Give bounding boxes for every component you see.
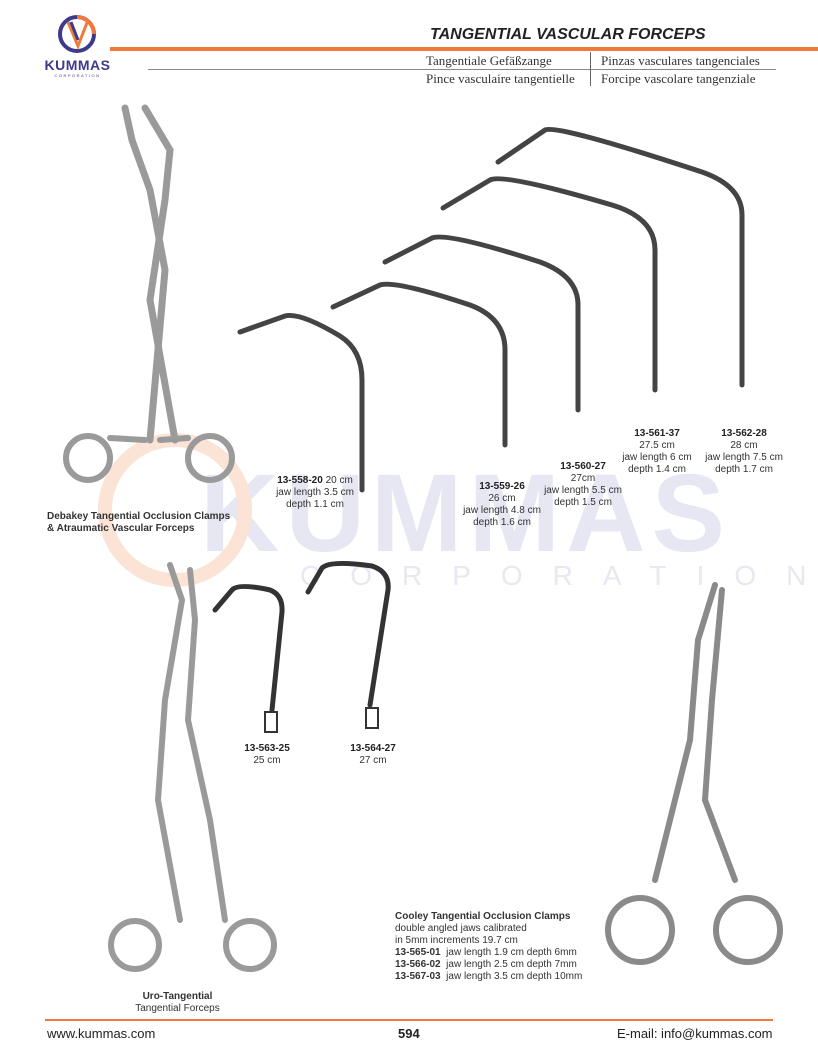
debakey-caption: Debakey Tangential Occlusion Clamps & At… (47, 511, 230, 535)
title-fr: Pince vasculaire tangentielle (426, 71, 575, 86)
product-size: 27.5 cm (639, 440, 675, 451)
product-size: 26 cm (488, 493, 516, 504)
product-depth: depth 1.4 cm (628, 464, 686, 475)
product-label-13-564-27: 13-564-27 27 cm (338, 743, 408, 767)
product-depth: depth 1.5 cm (554, 497, 612, 508)
kummas-logo: KUMMAS CORPORATION (40, 12, 115, 78)
product-jaw-length: jaw length 3.5 cm (276, 487, 354, 498)
product-jaw-length: jaw length 6 cm (622, 452, 692, 463)
header-divider (590, 52, 591, 86)
product-jaw-length: jaw length 4.8 cm (463, 505, 541, 516)
product-size: 27 cm (359, 755, 387, 766)
product-label-13-560-27: 13-560-27 27cm jaw length 5.5 cm depth 1… (534, 461, 632, 509)
product-code: 13-560-27 (560, 461, 606, 472)
header-subrule (148, 69, 776, 70)
header-rule (110, 47, 818, 51)
uro-title: Uro-Tangential (142, 991, 213, 1002)
product-code: 13-563-25 (244, 743, 290, 754)
debakey-subtitle: & Atraumatic Vascular Forceps (47, 523, 195, 534)
product-code: 13-559-26 (479, 481, 525, 492)
product-code: 13-562-28 (721, 428, 767, 439)
footer-website[interactable]: www.kummas.com (47, 1026, 156, 1041)
page-number: 594 (398, 1026, 420, 1041)
product-depth: depth 1.7 cm (715, 464, 773, 475)
cooley-item: 13-565-01 jaw length 1.9 cm depth 6mm (395, 947, 577, 958)
uro-caption: Uro-Tangential Tangential Forceps (120, 991, 235, 1015)
product-jaw-length: jaw length 5.5 cm (544, 485, 622, 496)
product-label-13-559-26: 13-559-26 26 cm jaw length 4.8 cm depth … (452, 481, 552, 529)
logo-word: KUMMAS (44, 57, 111, 73)
debakey-title: Debakey Tangential Occlusion Clamps (47, 511, 231, 522)
cooley-item: 13-566-02 jaw length 2.5 cm depth 7mm (395, 959, 577, 970)
product-depth: depth 1.1 cm (286, 499, 344, 510)
product-jaw-length: jaw length 7.5 cm (705, 452, 783, 463)
product-size: 20 cm (325, 475, 353, 486)
cooley-desc-1: double angled jaws calibrated (395, 923, 527, 934)
title-de: Tangentiale Gefäßzange (426, 53, 552, 68)
uro-subtitle: Tangential Forceps (135, 1003, 220, 1014)
title-it: Forcipe vascolare tangenziale (601, 71, 756, 86)
logo-sub: CORPORATION (54, 73, 101, 78)
footer-rule (45, 1019, 773, 1021)
cooley-desc-2: in 5mm increments 19.7 cm (395, 935, 518, 946)
watermark-text: KUMMAS (200, 452, 731, 575)
product-size: 27cm (570, 473, 596, 484)
product-code: 13-558-20 (277, 475, 323, 486)
product-code: 13-561-37 (634, 428, 680, 439)
product-depth: depth 1.6 cm (473, 517, 531, 528)
logo-icon (58, 15, 96, 53)
title-es: Pinzas vasculares tangenciales (601, 53, 760, 68)
product-label-13-558-20: 13-558-20 20 cm jaw length 3.5 cm depth … (260, 475, 370, 511)
cooley-item: 13-567-03 jaw length 3.5 cm depth 10mm (395, 971, 583, 982)
cooley-caption: Cooley Tangential Occlusion Clamps doubl… (395, 911, 582, 983)
page-title: TANGENTIAL VASCULAR FORCEPS (430, 26, 706, 43)
product-label-13-562-28: 13-562-28 28 cm jaw length 7.5 cm depth … (698, 428, 790, 476)
product-label-13-563-25: 13-563-25 25 cm (232, 743, 302, 767)
cooley-title: Cooley Tangential Occlusion Clamps (395, 911, 571, 922)
product-size: 25 cm (253, 755, 281, 766)
debakey-forceps-image (63, 104, 235, 483)
footer-email[interactable]: E-mail: info@kummas.com (617, 1026, 773, 1041)
product-label-13-561-37: 13-561-37 27.5 cm jaw length 6 cm depth … (612, 428, 702, 476)
product-size: 28 cm (730, 440, 758, 451)
product-code: 13-564-27 (350, 743, 396, 754)
